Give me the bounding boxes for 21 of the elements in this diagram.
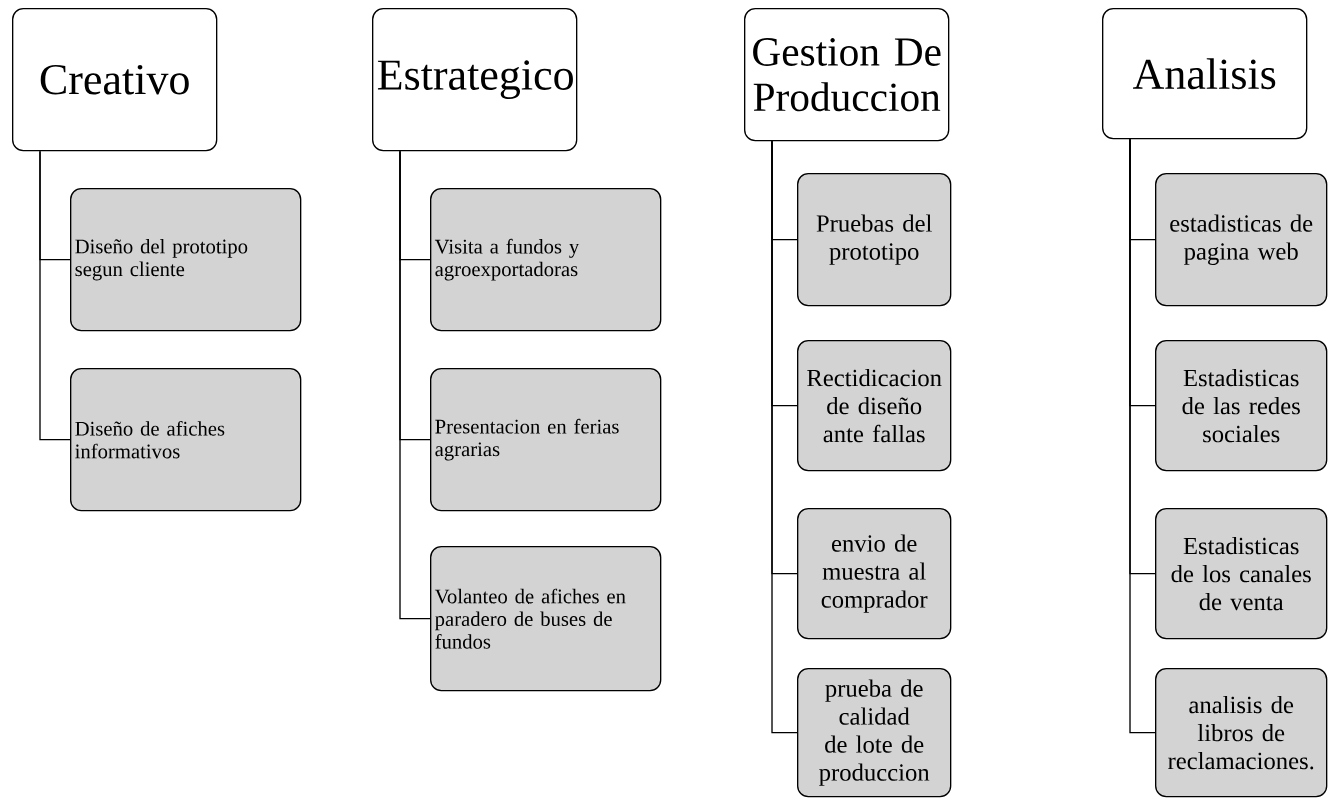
task-box: Estadisticas de los canales de venta — [1155, 508, 1328, 640]
task-box: analisis de libros de reclamaciones. — [1155, 668, 1328, 798]
title-box: Analisis — [1102, 8, 1308, 140]
task-box: estadisticas de pagina web — [1155, 173, 1328, 307]
title-box: Estrategico — [372, 8, 578, 152]
task-box: envio de muestra al comprador — [797, 508, 952, 640]
task-box: prueba de calidad de lote de produccion — [797, 668, 952, 798]
task-box: Diseño de afiches informativos — [70, 368, 302, 512]
task-box: Estadisticas de las redes sociales — [1155, 340, 1328, 472]
task-box: Diseño del prototipo segun cliente — [70, 188, 302, 332]
task-box: Rectidicacion de diseño ante fallas — [797, 340, 952, 472]
title-box: Gestion De Produccion — [744, 8, 950, 142]
task-box: Visita a fundos y agroexportadoras — [430, 188, 662, 332]
connector-line — [1129, 138, 1156, 734]
task-box: Volanteo de afiches en paradero de buses de fundos — [430, 546, 662, 692]
task-box: Presentacion en ferias agrarias — [430, 368, 662, 512]
connector-line — [399, 150, 431, 620]
connector-line — [39, 150, 71, 441]
title-box: Creativo — [12, 8, 218, 152]
connector-line — [771, 140, 798, 734]
task-box: Pruebas del prototipo — [797, 173, 952, 307]
